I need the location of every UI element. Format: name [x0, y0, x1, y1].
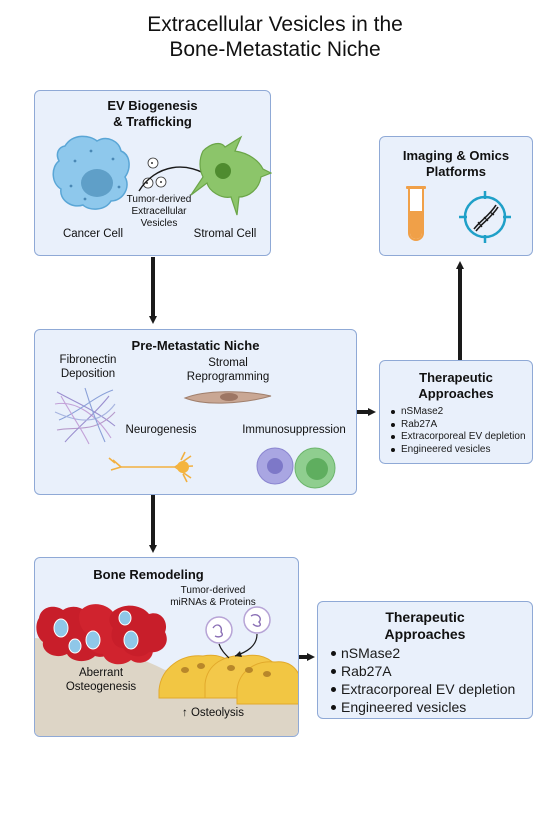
- fibronectin-fibers-icon: [54, 387, 116, 445]
- therapy-small-list: nSMase2 Rab27A Extracorporeal EV depleti…: [390, 406, 526, 456]
- neuron-body-icon: [177, 461, 189, 473]
- neurogenesis-label: Neurogenesis: [125, 424, 197, 436]
- cargo-label: Tumor-derived miRNAs & Proteins: [170, 585, 256, 608]
- bone-remodeling-title: Bone Remodeling: [93, 567, 204, 582]
- bone-illustration: [35, 604, 298, 736]
- test-tube-icon: [406, 186, 426, 241]
- fibronectin-label: Fibronectin Deposition: [59, 354, 117, 380]
- stromal-cell-label: Stromal Cell: [193, 228, 257, 240]
- bone-remodeling-panel: Bone Remodeling Tumor-derived miRNAs & P…: [34, 557, 299, 737]
- ev-biogenesis-title: EV Biogenesis & Trafficking: [107, 98, 198, 129]
- title-line-1: Extracellular Vesicles in the: [147, 13, 403, 36]
- vesicles-label: Tumor-derived Extracellular Vesicles: [126, 194, 192, 229]
- therapy-small-item: Rab27A: [390, 419, 526, 432]
- therapy-small-item: Extracorporeal EV depletion: [390, 431, 526, 444]
- cancer-cell-icon: [52, 135, 130, 210]
- therapy-large-item: Extracorporeal EV depletion: [330, 680, 515, 698]
- therapy-large-title: Therapeutic Approaches: [384, 609, 466, 642]
- osteolysis-label: ↑ Osteolysis: [182, 707, 244, 719]
- cargo-arrow: [218, 643, 230, 659]
- diagram-title: Extracellular Vesicles in the Bone-Metas…: [0, 12, 550, 62]
- imaging-omics-title: Imaging & Omics Platforms: [402, 148, 510, 179]
- stromal-reprogramming-label: Stromal Reprogramming: [186, 357, 270, 383]
- therapy-large-list: nSMase2 Rab27A Extracorporeal EV depleti…: [330, 644, 515, 716]
- osteoclast-cells-icon: [158, 654, 298, 705]
- therapy-large-item: Engineered vesicles: [330, 698, 515, 716]
- title-line-2: Bone-Metastatic Niche: [169, 38, 381, 61]
- ev-biogenesis-panel: EV Biogenesis & Trafficking Cancer Cell …: [34, 90, 272, 256]
- pre-metastatic-niche-panel: Pre-Metastatic Niche Fi: [34, 329, 357, 495]
- niche-title: Pre-Metastatic Niche: [131, 338, 260, 353]
- therapy-large-item: nSMase2: [330, 644, 515, 662]
- cargo-vesicles-icon: [205, 606, 271, 644]
- immune-cells-icon: [256, 447, 336, 489]
- biogenesis-illustration: [52, 135, 272, 216]
- stromal-fibroblast-icon: [183, 391, 272, 404]
- therapy-small-title: Therapeutic Approaches: [418, 370, 494, 401]
- therapy-panel-small: Therapeutic Approaches nSMase2 Rab27A Ex…: [379, 360, 533, 464]
- therapy-panel-large: Therapeutic Approaches nSMase2 Rab27A Ex…: [317, 601, 533, 719]
- osteoblast-cells-icon: [36, 604, 167, 665]
- niche-illustration: [54, 387, 336, 489]
- vesicles-icon: [142, 157, 167, 189]
- imaging-omics-panel: Imaging & Omics Platforms: [379, 136, 533, 256]
- stromal-cell-icon: [190, 135, 272, 216]
- cancer-cell-label: Cancer Cell: [62, 228, 124, 240]
- imaging-illustration: [406, 186, 511, 243]
- dna-target-icon: [459, 191, 511, 243]
- therapy-small-item: Engineered vesicles: [390, 444, 526, 457]
- therapy-large-item: Rab27A: [330, 662, 515, 680]
- aberrant-osteogenesis-label: Aberrant Osteogenesis: [65, 667, 137, 693]
- immunosuppression-label: Immunosuppression: [242, 424, 346, 436]
- therapy-small-item: nSMase2: [390, 406, 526, 419]
